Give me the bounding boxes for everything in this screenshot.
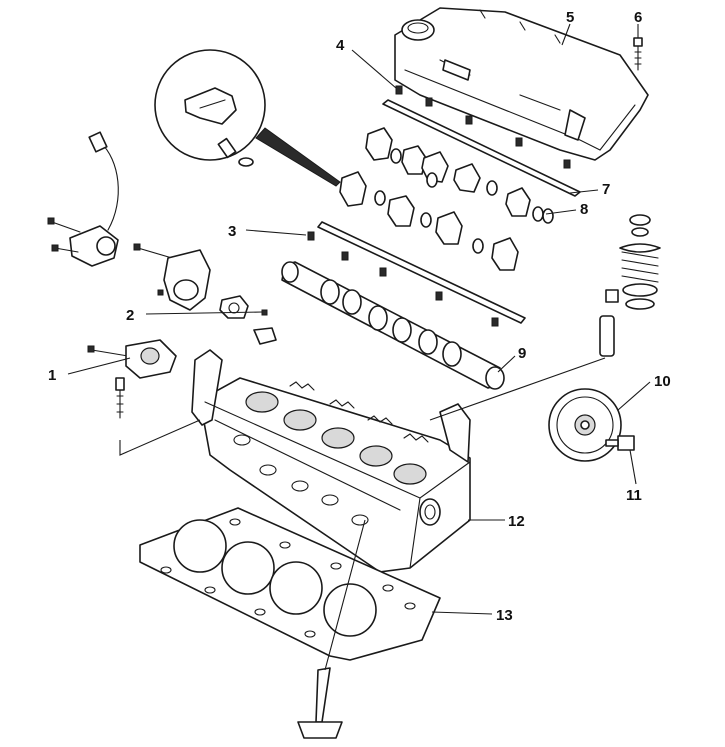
callout-6: 6 [634,9,642,26]
valve-cover [394,7,649,161]
camshaft-pulley [548,388,622,462]
callout-11: 11 [626,487,642,504]
leader-13 [431,611,493,615]
leader-valve [324,519,366,671]
callout-5: 5 [566,9,574,26]
pulley-bolt [605,435,635,451]
leader-9 [497,355,516,373]
leader-10 [617,381,651,411]
callout-10: 10 [654,373,671,390]
valve-spring-stack [599,214,661,357]
leader-1 [67,357,131,375]
leader-3 [245,229,307,236]
valve [297,667,343,739]
leader-8 [545,209,577,215]
thermostat [219,295,277,345]
rocker-detail-inset [154,49,341,187]
thermostat-housing [133,243,211,311]
sensor-with-cable [47,131,119,267]
leader-head-left [119,419,201,456]
upper-rocker-arms [339,127,554,271]
leader-5 [561,23,571,46]
callout-7: 7 [602,181,610,198]
cover-bolt [633,37,643,71]
coolant-outlet [87,339,177,419]
callout-9: 9 [518,345,526,362]
leader-2 [145,311,263,315]
leader-11 [629,449,637,485]
callout-2: 2 [126,307,134,324]
leader-7 [569,189,599,194]
callout-13: 13 [496,607,513,624]
callout-12: 12 [508,513,525,530]
callout-1: 1 [48,367,56,384]
callout-4: 4 [336,37,345,54]
leader-4 [351,49,397,89]
callout-3: 3 [228,223,236,240]
cylinder-head [191,349,471,573]
leader-valve-guide [429,357,606,421]
camshaft [281,261,505,390]
lower-rocker-shaft [307,221,526,327]
callout-8: 8 [580,201,588,218]
